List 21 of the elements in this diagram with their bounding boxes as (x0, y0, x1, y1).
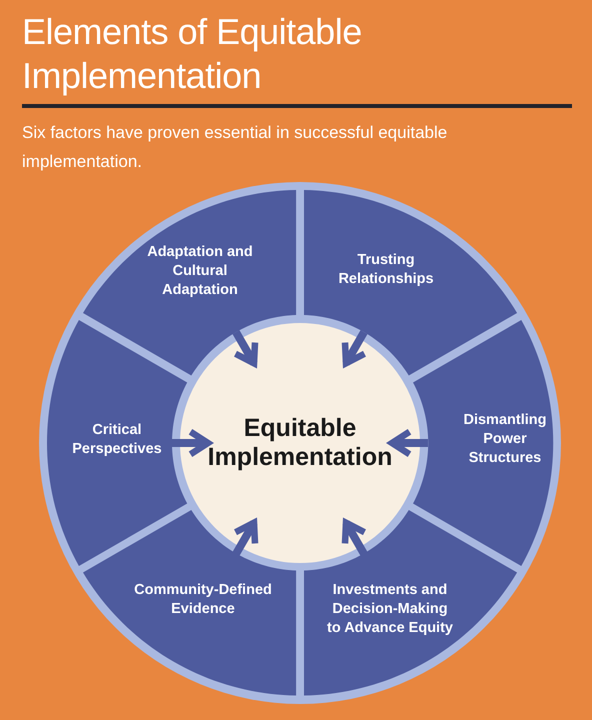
arrow (388, 428, 428, 458)
arrow (342, 330, 368, 367)
arrow (232, 519, 258, 556)
segment-label: Community-Defined Evidence (133, 580, 273, 619)
subtitle: Six factors have proven essential in successful equitable implementation. (22, 122, 448, 173)
wheel-segment (47, 320, 188, 566)
arrow (172, 428, 212, 458)
segment-label: Investments and Decision-Making to Advance Equity (326, 581, 454, 638)
center-label: Equitable Implementation (206, 414, 394, 472)
segment-label: Trusting Relationships (337, 250, 435, 289)
arrow (232, 330, 258, 367)
wheel-segment (304, 190, 518, 376)
segment-label: Critical Perspectives (71, 420, 163, 459)
wheel-segment (412, 320, 553, 566)
wheel-segment (304, 510, 518, 696)
wheel-segment (82, 510, 296, 696)
segment-label: Dismantling Power Structures (462, 411, 548, 468)
wheel-segment (82, 190, 296, 376)
arrow (342, 519, 368, 556)
segment-label: Adaptation and Cultural Adaptation (146, 243, 254, 300)
title: Elements of Equitable Implementation (22, 10, 363, 98)
